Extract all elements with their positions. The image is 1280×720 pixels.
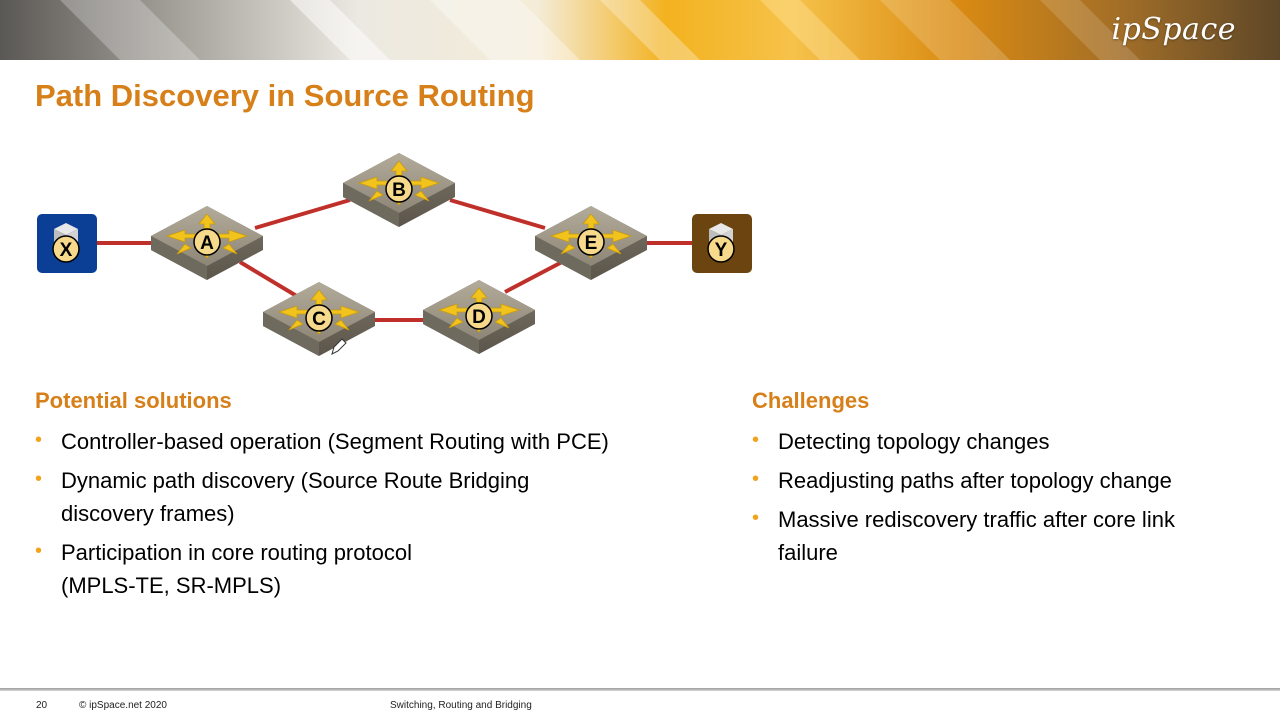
challenges-heading: Challenges (752, 388, 870, 413)
router-d-label: D (472, 307, 486, 328)
bullet-icon: • (752, 468, 760, 490)
potential-solutions-heading: Potential solutions (35, 388, 232, 413)
link-d-e (504, 260, 563, 294)
router-b-label: B (392, 180, 406, 201)
link-a-b (254, 198, 351, 230)
router-d: D (422, 279, 536, 355)
solution-text: Controller-based operation (Segment Rout… (61, 429, 609, 454)
host-x: X (37, 214, 97, 273)
solution-text: Participation in core routing protocol (… (61, 540, 412, 598)
router-e-label: E (585, 233, 598, 254)
ipspace-logo: ipSpace (1111, 12, 1236, 47)
router-e: E (534, 205, 648, 281)
header-banner: ipSpace (0, 0, 1280, 60)
slide-title: Path Discovery in Source Routing (35, 78, 535, 113)
host-y: Y (692, 214, 752, 273)
list-item: • Dynamic path discovery (Source Route Br… (35, 464, 621, 530)
challenges-list: • Detecting topology changes • Readjusting… (752, 425, 1242, 575)
challenge-text: Detecting topology changes (778, 429, 1050, 454)
page-number: 20 (36, 700, 48, 711)
copyright: © ipSpace.net 2020 (79, 700, 167, 711)
host-y-label: Y (715, 240, 728, 261)
list-item: • Participation in core routing protocol … (35, 536, 491, 602)
pen-cursor-icon (331, 338, 347, 355)
bullet-icon: • (35, 468, 43, 490)
course-name: Switching, Routing and Bridging (390, 700, 532, 711)
challenge-text: Massive rediscovery traffic after core l… (778, 507, 1175, 565)
link-b-e (449, 198, 546, 230)
host-x-label: X (60, 240, 73, 261)
list-item: • Readjusting paths after topology change (752, 464, 1242, 497)
router-a: A (150, 205, 264, 281)
router-b: B (342, 152, 456, 228)
bullet-icon: • (752, 507, 760, 529)
footer-divider (0, 688, 1280, 691)
router-c-label: C (312, 309, 326, 330)
list-item: • Massive rediscovery traffic after core … (752, 503, 1238, 569)
bullet-icon: • (35, 429, 43, 451)
challenge-text: Readjusting paths after topology change (778, 468, 1172, 493)
bullet-icon: • (35, 540, 43, 562)
router-a-label: A (200, 233, 214, 254)
link-a-c (238, 260, 302, 300)
solutions-list: • Controller-based operation (Segment Rou… (35, 425, 705, 608)
solution-text: Dynamic path discovery (Source Route Bri… (61, 468, 530, 526)
network-diagram: X Y A B C D E (37, 152, 752, 357)
list-item: • Controller-based operation (Segment Rou… (35, 425, 705, 458)
banner-background (0, 0, 1280, 60)
router-c: C (262, 281, 376, 357)
bullet-icon: • (752, 429, 760, 451)
list-item: • Detecting topology changes (752, 425, 1242, 458)
